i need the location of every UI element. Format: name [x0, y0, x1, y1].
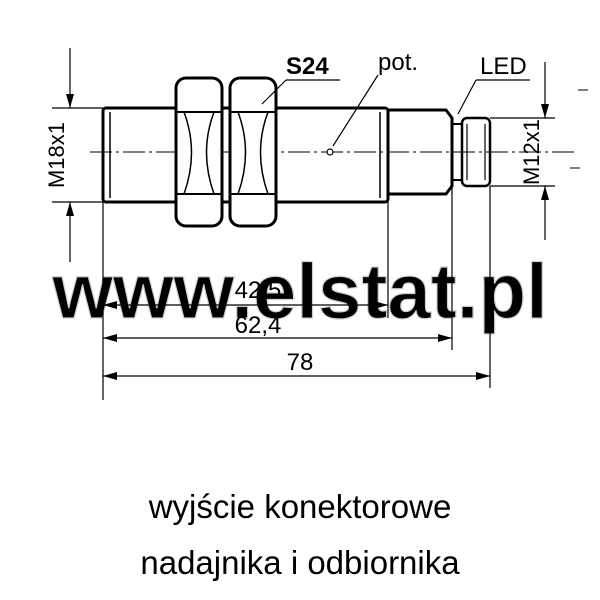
caption-line-1: wyjście konektorowe	[148, 488, 452, 525]
nut-rear	[228, 76, 278, 228]
thread-conn-dimension	[490, 62, 555, 240]
pot-label: pot.	[378, 49, 418, 76]
nut-front	[174, 76, 224, 228]
dimension-label-42-5: 42,5	[235, 277, 282, 304]
potentiometer-point	[326, 148, 334, 156]
wrench-size-label: S24	[286, 53, 329, 80]
caption-line-2: nadajnika i odbiornika	[140, 544, 460, 581]
dimension-label-62-4: 62,4	[235, 312, 282, 339]
sensor-body	[101, 106, 492, 204]
edge-marks	[570, 89, 588, 169]
watermark: www.elstat.pl	[51, 247, 548, 335]
thread-main-label: M18x1	[44, 122, 69, 188]
led-label: LED	[480, 53, 527, 80]
leader-lines	[261, 74, 530, 147]
length-dimensions	[102, 186, 491, 400]
thread-conn-label: M12x1	[519, 119, 544, 185]
dimension-label-78: 78	[287, 349, 314, 376]
thread-main-dimension	[52, 48, 103, 262]
